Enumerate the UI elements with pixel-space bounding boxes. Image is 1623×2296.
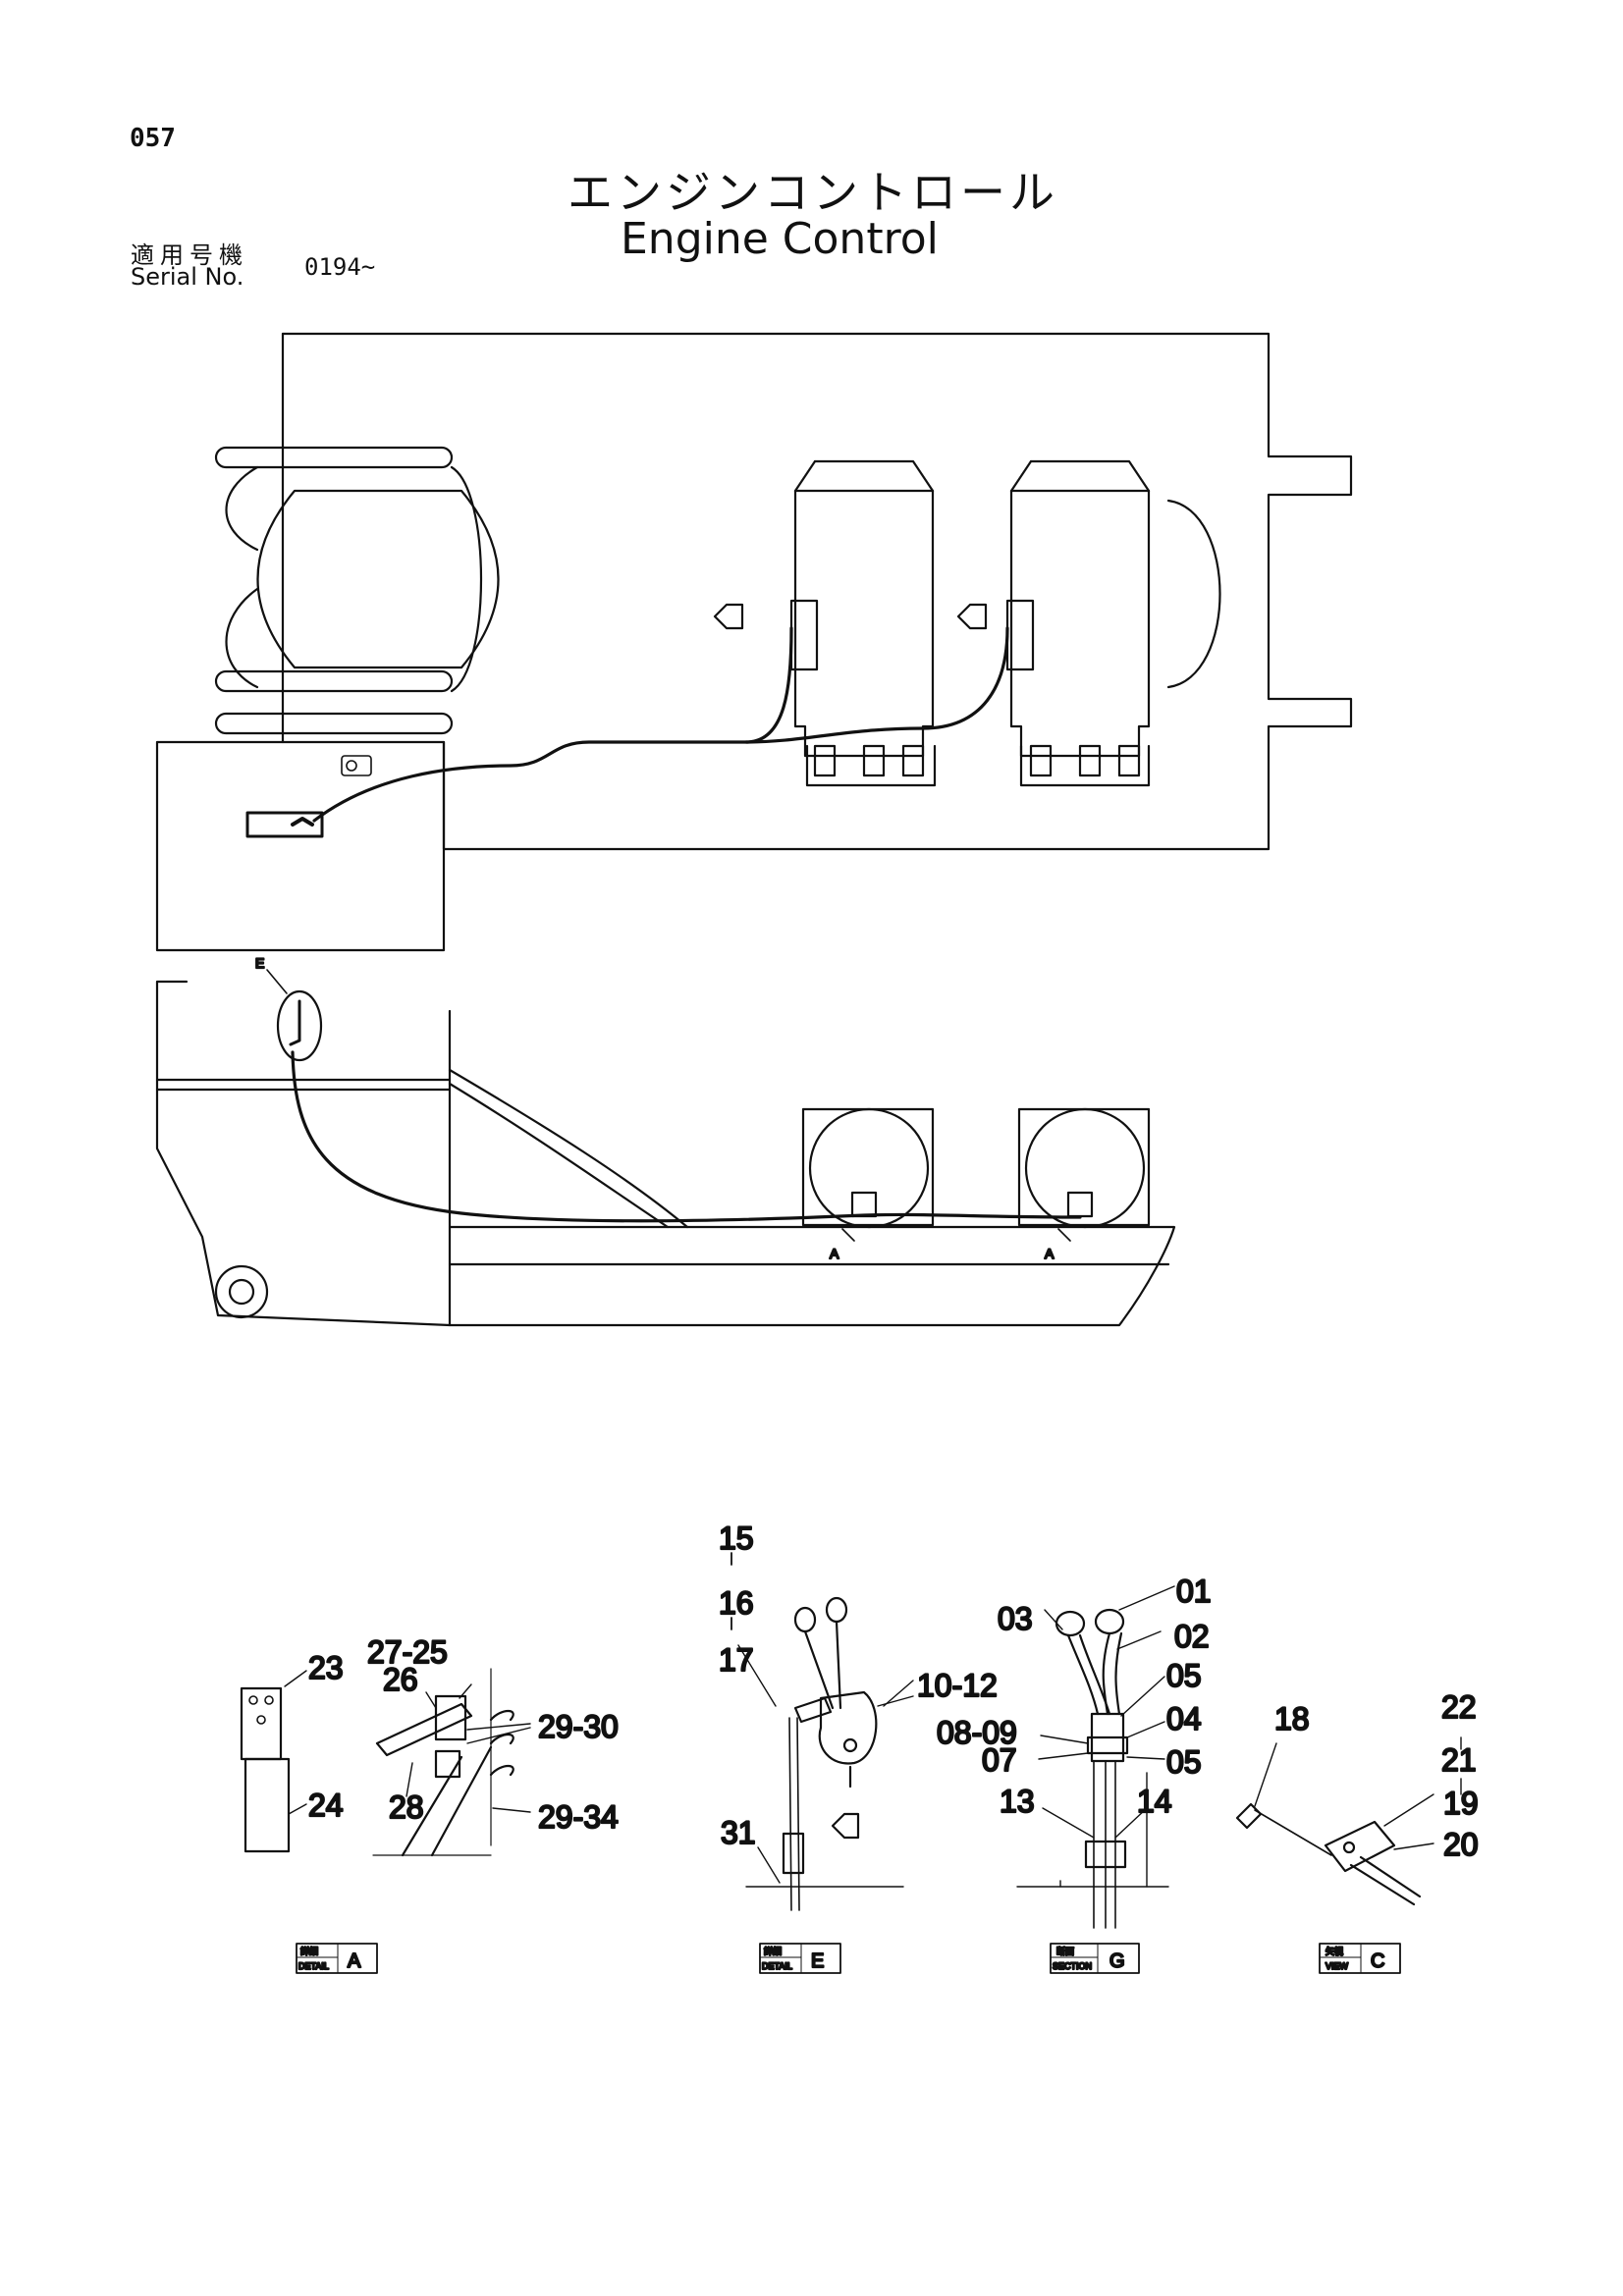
detail-e-bubble [276,989,323,1062]
serial-label-japanese: 適用号機 [131,241,248,269]
view-c-drawing [1235,1736,1462,1906]
bracket-foot [243,1757,291,1853]
callout-07: 07 [982,1742,1017,1778]
view-tag-a-kanji: 詳細 [300,1946,318,1956]
section-g-drawing [1016,1585,1175,1929]
view-tag-section-g: 断面 SECTION G [1050,1943,1140,1974]
view-c-arrow-right [956,603,988,630]
detail-e-marker: E [255,955,264,971]
view-tag-e-letter: E [811,1950,824,1972]
callout-08-09: 08-09 [937,1715,1017,1750]
callout-29-34: 29-34 [538,1799,619,1835]
view-c-arrow-left [713,603,744,630]
callout-29-30: 29-30 [538,1709,619,1744]
page-number: 057 [130,124,176,153]
pump-side-right [1017,1107,1151,1229]
view-tag-a-letter: A [348,1950,361,1972]
control-cable-plan [312,626,793,823]
view-tag-c-letter: C [1371,1950,1384,1972]
detail-e-drawing [730,1552,914,1911]
view-tag-c-kanji: 矢視 [1325,1946,1343,1956]
view-tag-detail-a: 詳細 DETAIL A [296,1943,378,1974]
view-tag-g-kanji: 断面 [1056,1946,1074,1956]
control-cable-plan-branch [744,626,1009,744]
view-tag-detail-e: 詳細 DETAIL E [759,1943,841,1974]
callout-23: 23 [308,1650,344,1685]
callout-24: 24 [308,1788,344,1823]
callout-02: 02 [1174,1619,1210,1654]
callout-18: 18 [1274,1701,1310,1736]
callout-22: 22 [1441,1689,1477,1725]
serial-label-english: Serial No. [131,263,244,291]
pump-side-left [801,1107,935,1229]
title-english: Engine Control [621,214,939,264]
cab-outline [155,740,446,952]
pump-left [789,459,937,787]
view-tag-c-type: VIEW [1325,1961,1349,1971]
callout-04: 04 [1166,1701,1202,1736]
callout-31: 31 [721,1815,756,1850]
callout-28: 28 [389,1789,424,1825]
view-tag-a-type: DETAIL [298,1961,329,1971]
upper-frame-outline [281,332,1353,851]
boom-foot [214,446,500,735]
callout-05-upper: 05 [1166,1658,1202,1693]
callout-26: 26 [383,1662,418,1697]
callout-13: 13 [1000,1784,1035,1819]
view-tag-g-letter: G [1109,1950,1125,1972]
pump-right [1005,459,1221,787]
view-tag-e-kanji: 詳細 [764,1946,782,1956]
callout-10-12: 10-12 [917,1668,998,1703]
control-cable-side [291,1050,1082,1223]
view-tag-g-type: SECTION [1053,1961,1092,1971]
detail-a-drawing [240,1668,531,1857]
callout-27-25: 27-25 [367,1634,448,1670]
side-view [155,969,1176,1327]
serial-value: 0194~ [304,253,376,281]
plan-view [155,332,1353,952]
callout-16: 16 [719,1585,754,1621]
title-japanese: エンジンコントロール [568,166,1058,219]
view-tag-view-c: 矢視 VIEW C [1319,1943,1401,1974]
callout-03: 03 [998,1601,1033,1636]
callout-19: 19 [1443,1786,1479,1821]
upper-body-outline [155,980,1176,1327]
callout-20: 20 [1443,1827,1479,1862]
callout-14: 14 [1137,1784,1172,1819]
callout-01: 01 [1176,1574,1212,1609]
callout-15: 15 [719,1521,754,1556]
section-a-marker-right: A [1045,1246,1055,1261]
callout-21: 21 [1441,1742,1477,1778]
callout-05-lower: 05 [1166,1744,1202,1780]
callout-17: 17 [719,1642,754,1678]
engine-control-box [245,811,324,838]
view-tag-e-type: DETAIL [762,1961,792,1971]
section-a-marker-left: A [830,1246,839,1261]
